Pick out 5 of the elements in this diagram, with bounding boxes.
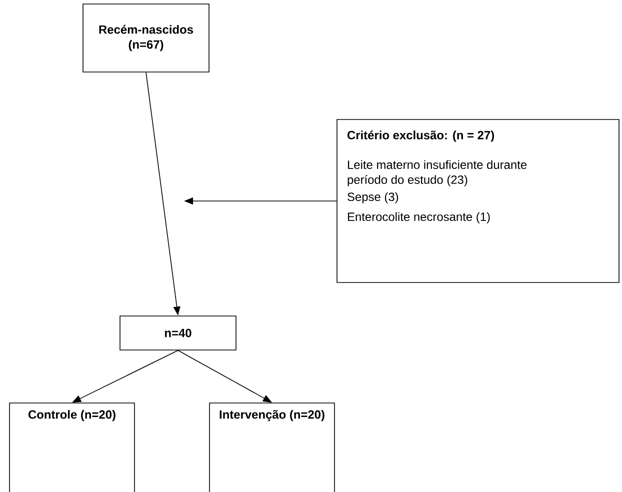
process-box: n=40 [120,316,236,350]
process-box: Recém-nascidos (n=67) [82,4,210,72]
group-box: Controle (n=20) [9,402,135,492]
group-box: Intervenção (n=20) [209,402,335,492]
exclusion-box: Critério exclusão: (n = 27) Leite materno insuficiente durante período do estudo (23) Sepse (3) Enterocolite necrosante (1) [336,119,620,283]
